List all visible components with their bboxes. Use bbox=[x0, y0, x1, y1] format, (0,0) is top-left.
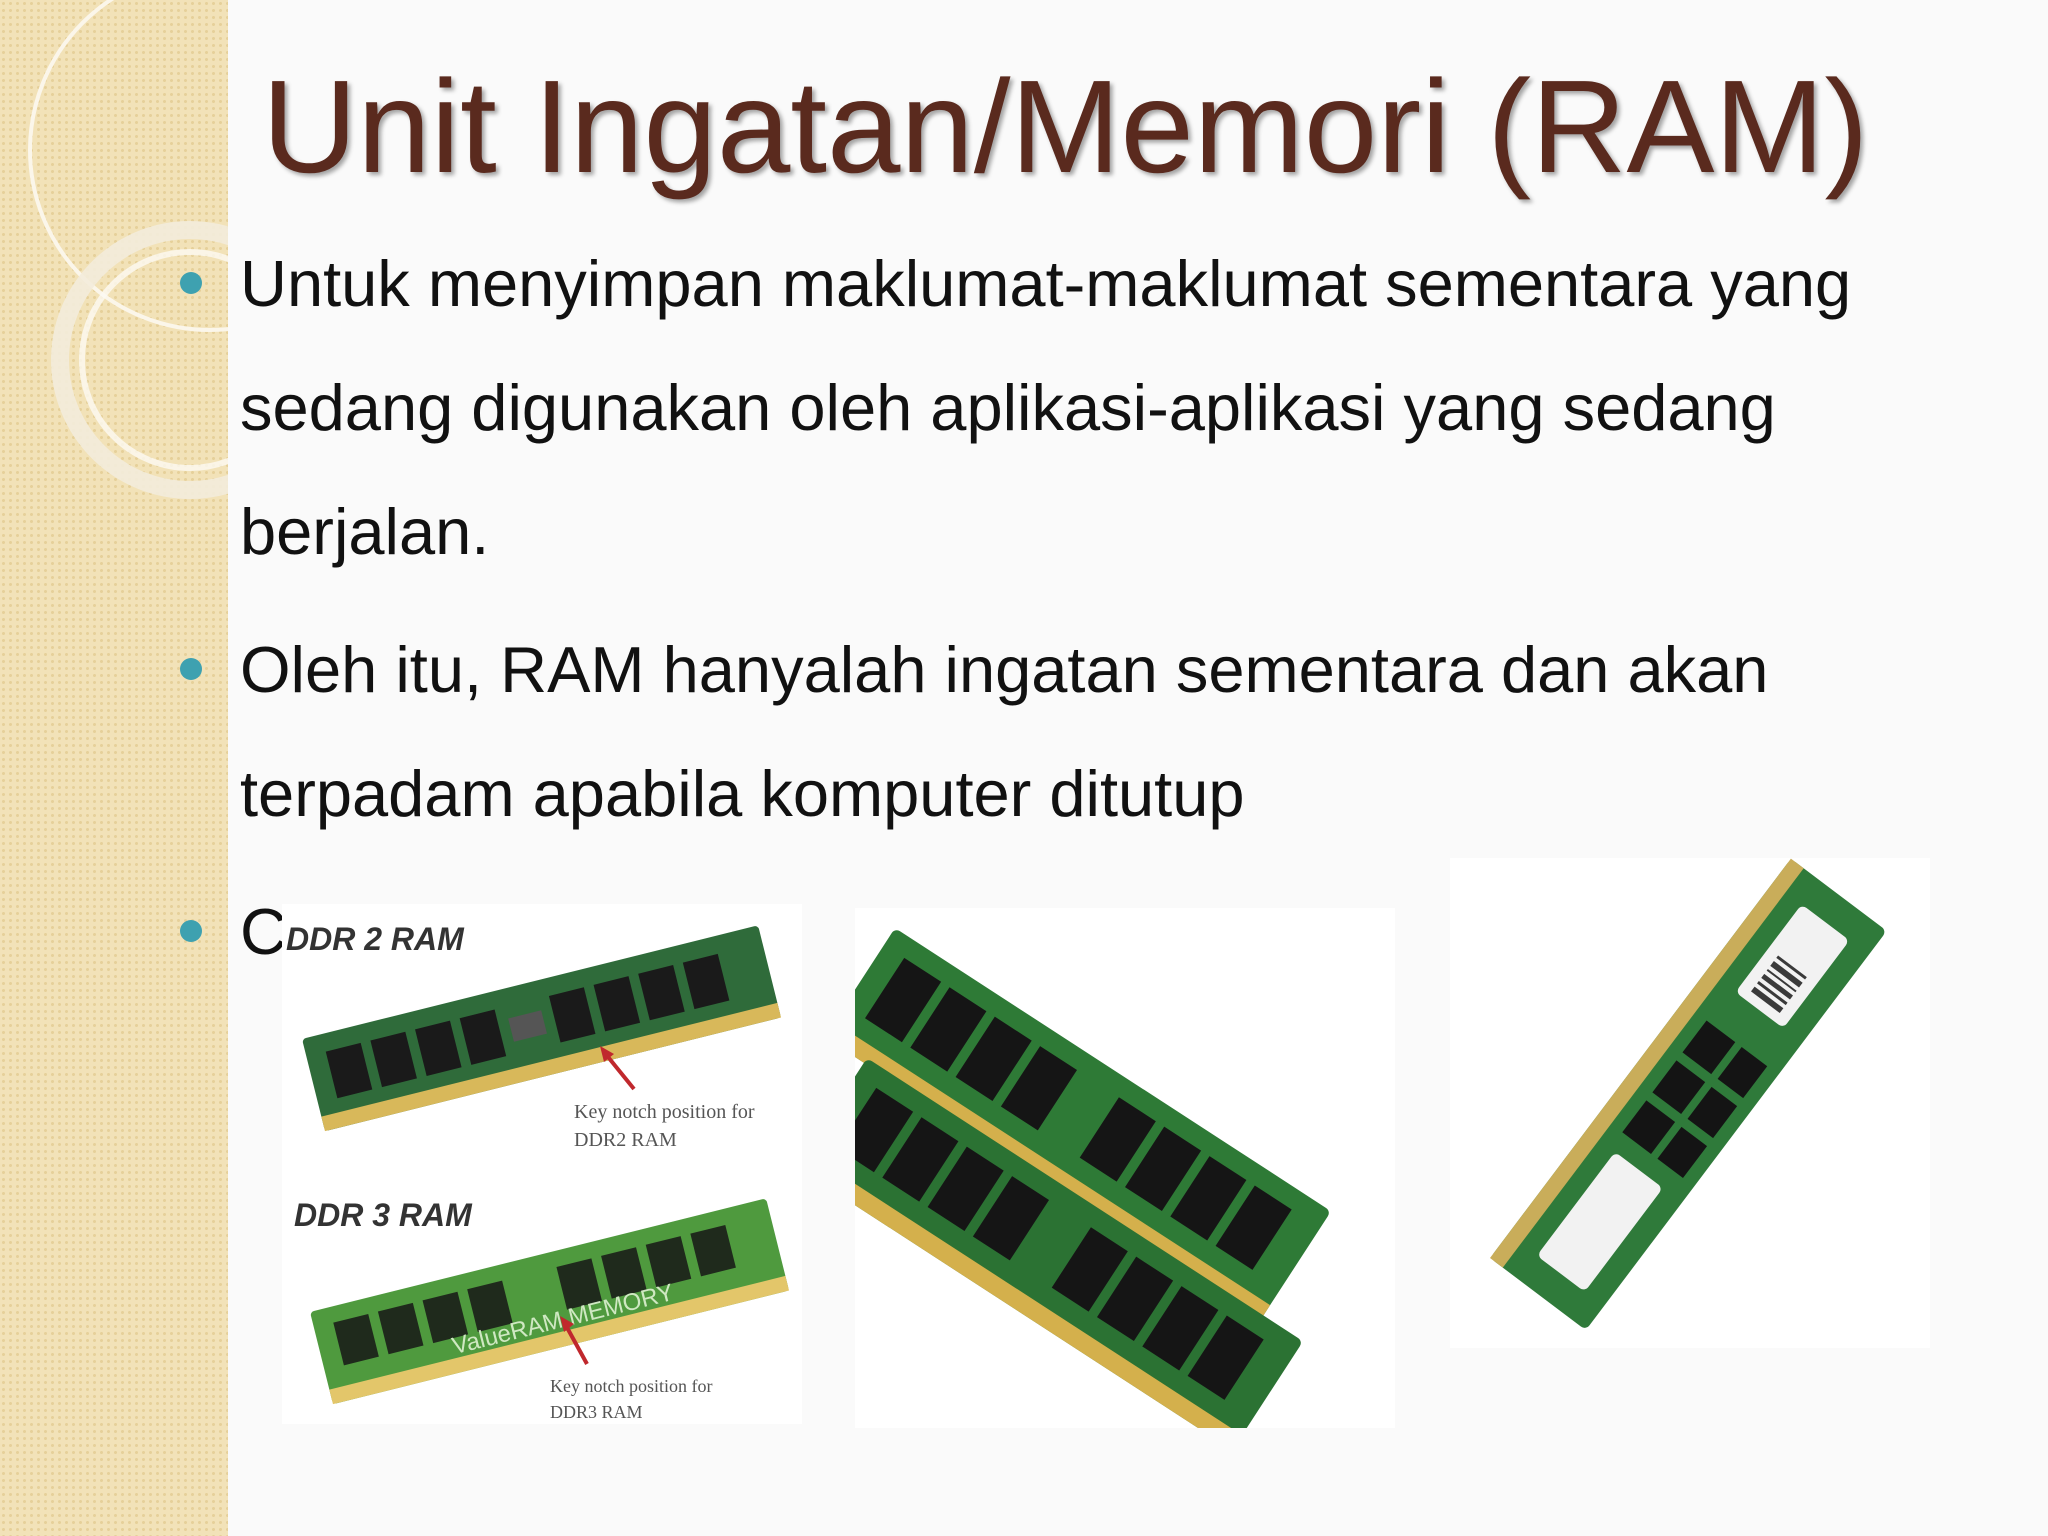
dimm-pair-figure bbox=[855, 908, 1395, 1428]
ddr3-module: ValueRAM MEMORY bbox=[310, 1199, 790, 1405]
dimm-module bbox=[855, 930, 1329, 1321]
ddr3-label: DDR 3 RAM bbox=[294, 1197, 473, 1233]
simm-module bbox=[1490, 858, 1885, 1328]
ddr2-note-line1: Key notch position for bbox=[574, 1101, 755, 1123]
ddr2-label: DDR 2 RAM bbox=[286, 921, 465, 957]
ddr2-ddr3-figure: DDR 2 RAM Key notch position for DDR2 RA… bbox=[282, 904, 802, 1424]
ddr2-note-line2: DDR2 RAM bbox=[574, 1129, 677, 1151]
simm-module-figure bbox=[1450, 858, 1930, 1348]
decorative-side-band bbox=[0, 0, 228, 1536]
ddr2-module bbox=[302, 926, 782, 1132]
ddr3-note-line1: Key notch position for bbox=[550, 1376, 712, 1396]
bullet-item: Oleh itu, RAM hanyalah ingatan sementara… bbox=[180, 608, 1960, 856]
slide-title: Unit Ingatan/Memori (RAM) bbox=[262, 53, 1869, 200]
ddr3-note-line2: DDR3 RAM bbox=[550, 1402, 643, 1422]
decorative-rings bbox=[28, 0, 228, 499]
dimm-module bbox=[855, 1060, 1301, 1428]
bullet-item: Untuk menyimpan maklumat-maklumat sement… bbox=[180, 222, 1960, 594]
